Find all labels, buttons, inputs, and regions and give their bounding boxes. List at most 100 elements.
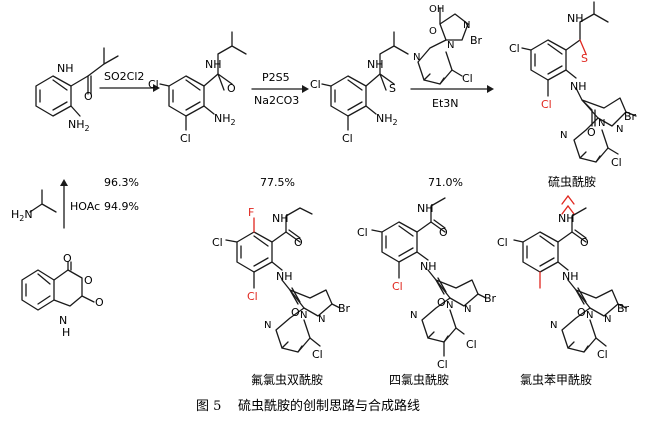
atom-N: N bbox=[410, 310, 417, 321]
atom-O: O bbox=[95, 296, 104, 309]
atom-Cl: Cl bbox=[310, 78, 321, 91]
analog-1-structure: F Cl Cl O NH NH O N N Br N Cl 氟氯虫双酰胺 bbox=[212, 206, 351, 387]
dichloro-amide-structure: Cl Cl O NH NH2 bbox=[148, 31, 247, 145]
atom-O: O bbox=[227, 82, 236, 95]
reagent-p2s5: P2S5 bbox=[262, 71, 290, 84]
atom-Cl: Cl bbox=[180, 132, 191, 145]
atom-O: O bbox=[429, 26, 437, 37]
atom-NH2: NH2 bbox=[376, 112, 398, 127]
atom-Cl: Cl bbox=[611, 156, 622, 169]
atom-O: O bbox=[294, 236, 303, 249]
atom-NH2: NH2 bbox=[214, 112, 236, 127]
atom-Br: Br bbox=[470, 34, 483, 47]
atom-N: N bbox=[447, 40, 454, 51]
isopropylamine-structure: H2N bbox=[11, 189, 57, 223]
atom-N: N bbox=[598, 118, 605, 129]
anthranilamide-structure: O NH NH2 bbox=[35, 47, 119, 133]
atom-N: N bbox=[550, 320, 557, 331]
atom-NH: NH bbox=[417, 202, 434, 215]
atom-NH: NH bbox=[570, 80, 587, 93]
atom-N: N bbox=[560, 130, 567, 141]
atom-O: O bbox=[84, 90, 93, 103]
reagent-na2co3: Na2CO3 bbox=[254, 94, 299, 107]
atom-Cl-highlight: Cl bbox=[392, 280, 403, 293]
atom-F-highlight: F bbox=[248, 206, 254, 219]
atom-O: O bbox=[439, 226, 448, 239]
atom-Cl: Cl bbox=[212, 236, 223, 249]
atom-N: N bbox=[300, 310, 307, 321]
atom-N: N bbox=[413, 52, 420, 63]
atom-NH: NH bbox=[276, 270, 293, 283]
atom-Cl: Cl bbox=[466, 338, 477, 351]
atom-Br: Br bbox=[617, 302, 630, 315]
reaction-arrow-1: SO2Cl2 bbox=[99, 70, 160, 92]
figure-caption: 图 5 硫虫酰胺的创制思路与合成路线 bbox=[196, 398, 420, 414]
atom-Br: Br bbox=[624, 110, 637, 123]
atom-N: N bbox=[264, 320, 271, 331]
atom-Cl: Cl bbox=[497, 236, 508, 249]
yield-step-1: 96.3% bbox=[104, 176, 139, 189]
thioamide-structure: Cl Cl S NH NH2 bbox=[310, 31, 409, 145]
atom-Cl: Cl bbox=[148, 78, 159, 91]
atom-O: O bbox=[84, 274, 93, 287]
atom-NH: NH bbox=[558, 212, 575, 225]
caption-text: 硫虫酰胺的创制思路与合成路线 bbox=[238, 398, 420, 414]
yield-step-3: 71.0% bbox=[428, 176, 463, 189]
analog-3-structure: Cl O NH NH O N N Br N Cl 氯虫苯甲酰胺 bbox=[497, 207, 630, 387]
reagent-et3n: Et3N bbox=[432, 97, 459, 110]
atom-S-highlight: S bbox=[581, 52, 588, 65]
pyrazole-acid-reagent: OH O N N Br N Cl bbox=[413, 4, 483, 85]
analog-2-structure: Cl Cl O NH NH O N N Br N Cl Cl 四氯虫酰胺 bbox=[357, 197, 497, 387]
atom-N: N bbox=[616, 124, 623, 135]
atom-O: O bbox=[437, 296, 446, 309]
atom-OH: OH bbox=[429, 4, 444, 15]
target-structure: Cl Cl S NH NH O N N Br N Cl 硫虫酰胺 bbox=[509, 1, 637, 189]
atom-N: N bbox=[446, 300, 453, 311]
reagent-hoac: HOAc bbox=[70, 200, 100, 213]
atom-Cl: Cl bbox=[357, 226, 368, 239]
atom-O: O bbox=[587, 126, 596, 139]
atom-Cl-highlight: Cl bbox=[247, 290, 258, 303]
analog-2-name: 四氯虫酰胺 bbox=[389, 373, 449, 387]
caption-label: 图 5 bbox=[196, 399, 221, 414]
atom-NH: NH bbox=[57, 62, 74, 75]
reagent-so2cl2: SO2Cl2 bbox=[104, 70, 144, 83]
atom-Cl: Cl bbox=[597, 348, 608, 361]
atom-S: S bbox=[389, 82, 396, 95]
atom-N: N bbox=[318, 314, 325, 325]
atom-H2N: H2N bbox=[11, 208, 33, 223]
atom-Cl: Cl bbox=[312, 348, 323, 361]
atom-NH: NH bbox=[205, 58, 222, 71]
analog-3-name: 氯虫苯甲酰胺 bbox=[520, 373, 592, 387]
atom-O: O bbox=[291, 306, 300, 319]
atom-N: N bbox=[604, 314, 611, 325]
atom-NH: NH bbox=[562, 270, 579, 283]
atom-Cl-highlight: Cl bbox=[541, 98, 552, 111]
atom-N: N bbox=[463, 20, 470, 31]
atom-NH: NH bbox=[367, 58, 384, 71]
atom-O: O bbox=[580, 236, 589, 249]
atom-NH: NH bbox=[272, 212, 289, 225]
atom-N: N bbox=[464, 304, 471, 315]
reaction-arrow-up: HOAc 94.9% bbox=[60, 179, 139, 229]
analog-1-name: 氟氯虫双酰胺 bbox=[251, 373, 323, 387]
atom-Br: Br bbox=[484, 292, 497, 305]
atom-Cl: Cl bbox=[509, 42, 520, 55]
yield-step-2: 77.5% bbox=[260, 176, 295, 189]
atom-Cl: Cl bbox=[462, 72, 473, 85]
derivation-arrow bbox=[561, 194, 575, 215]
atom-Br: Br bbox=[338, 302, 351, 315]
target-compound-name: 硫虫酰胺 bbox=[548, 174, 596, 189]
atom-O: O bbox=[577, 306, 586, 319]
atom-NH: NH bbox=[567, 12, 584, 25]
atom-N: N bbox=[586, 310, 593, 321]
reaction-arrow-2: P2S5 Na2CO3 bbox=[251, 71, 309, 107]
atom-O: O bbox=[63, 252, 72, 265]
yield-isatoic: 94.9% bbox=[104, 200, 139, 213]
atom-Cl: Cl bbox=[437, 358, 448, 371]
atom-NH2: NH2 bbox=[68, 118, 90, 133]
atom-Cl: Cl bbox=[342, 132, 353, 145]
